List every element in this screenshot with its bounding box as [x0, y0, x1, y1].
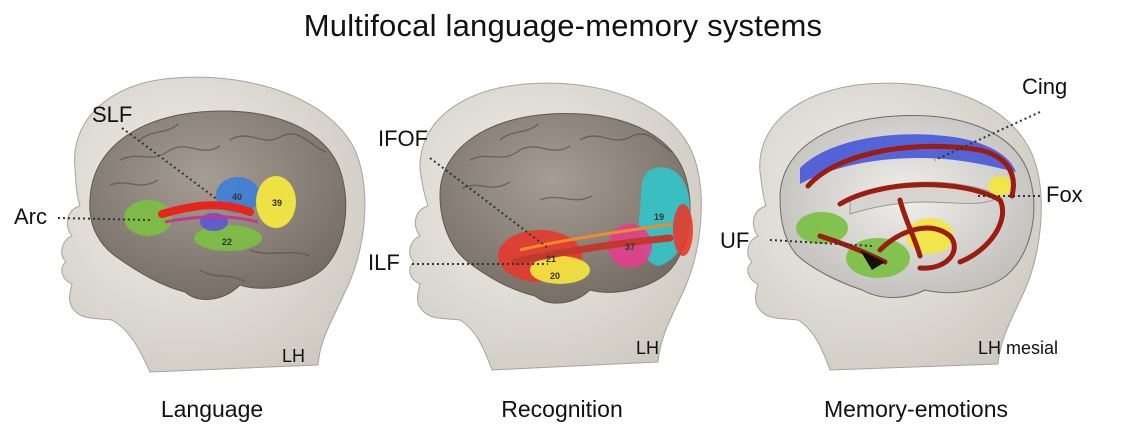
- area-label-22: 22: [222, 237, 232, 247]
- hemisphere-label-language: LH: [282, 346, 305, 367]
- caption-memory-emotions: Memory-emotions: [786, 396, 1046, 423]
- area-posterior-yellow: [988, 176, 1012, 196]
- label-slf: SLF: [92, 102, 132, 128]
- label-arc: Arc: [14, 204, 47, 230]
- hemisphere-label-recognition: LH: [636, 338, 659, 359]
- area-label-19: 19: [654, 212, 664, 222]
- area-frontal-green: [124, 200, 172, 236]
- panel-memory: [748, 83, 1042, 370]
- area-label-20: 20: [550, 271, 560, 281]
- panel-recognition: 19 37 21 20: [410, 83, 702, 370]
- label-cing: Cing: [1022, 74, 1067, 100]
- label-fox: Fox: [1046, 182, 1083, 208]
- label-ifof: IFOF: [378, 126, 428, 152]
- area-label-40: 40: [232, 192, 242, 202]
- area-occipital-red: [673, 204, 693, 256]
- area-label-39: 39: [272, 198, 282, 208]
- label-ilf: ILF: [368, 250, 400, 276]
- caption-recognition: Recognition: [432, 396, 692, 423]
- caption-language: Language: [82, 396, 342, 423]
- label-uf: UF: [720, 228, 749, 254]
- hemisphere-label-memory: LH mesial: [978, 338, 1058, 359]
- area-label-21: 21: [546, 254, 556, 264]
- area-label-37: 37: [625, 242, 635, 252]
